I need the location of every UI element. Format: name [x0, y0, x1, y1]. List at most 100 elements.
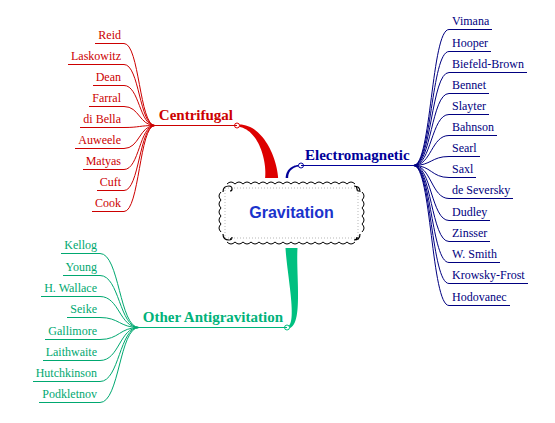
topic-text: Reid — [98, 28, 121, 42]
central-topic: Gravitation — [215, 178, 368, 248]
branch-connector — [414, 30, 449, 166]
branch-connector — [124, 126, 155, 170]
frame-curl — [223, 234, 232, 240]
leaf-topic: Reid — [95, 28, 124, 44]
topic-text: Electromagnetic — [305, 147, 410, 163]
leaf-topic: Laithwaite — [43, 345, 100, 361]
branch-connector — [414, 94, 449, 166]
branch-connector — [414, 52, 449, 166]
leaf-topic: Seike — [67, 302, 100, 318]
topic-text: Gravitation — [249, 204, 333, 222]
frame-scallops — [219, 182, 364, 244]
topic-text: Hodovanec — [452, 290, 507, 304]
branch-connector — [124, 107, 155, 126]
topic-text: Saxl — [452, 162, 473, 176]
leaf-topic: Saxl — [449, 162, 476, 178]
topic-text: Bahnson — [452, 120, 494, 134]
topic-text: Seike — [70, 302, 97, 316]
leaf-topic: Zinsser — [449, 226, 490, 242]
leaf-topic: Matyas — [83, 154, 124, 170]
topic-text: Farral — [92, 91, 121, 105]
topic-text: Centrifugal — [159, 107, 233, 123]
branch-connector — [124, 126, 155, 212]
branch-connector — [414, 166, 449, 284]
branch-connector — [100, 318, 139, 328]
branch-connector — [100, 297, 139, 328]
topic-text: Young — [66, 260, 97, 274]
topic-text: Biefeld-Brown — [452, 57, 524, 71]
trunk-connector — [286, 248, 299, 329]
topic-text: Slayter — [452, 99, 486, 113]
leaf-topic: Cuft — [97, 175, 124, 191]
leaf-topic: di Bella — [80, 112, 124, 128]
branch-connector — [414, 166, 449, 242]
branch-connector — [124, 44, 155, 126]
topic-text: Cook — [95, 196, 121, 210]
topic-text: Bennet — [452, 78, 486, 92]
leaf-topic: Hodovanec — [449, 290, 510, 306]
leaf-topic: Bennet — [449, 78, 489, 94]
branch-connector — [414, 136, 449, 166]
topic-text: Laskowitz — [71, 49, 121, 63]
branch-connector — [124, 65, 155, 126]
frame-curl — [354, 234, 360, 240]
leaf-topic: Bahnson — [449, 120, 497, 136]
topic-text: Auweele — [78, 133, 121, 147]
branch-connector — [414, 115, 449, 166]
branch-connector — [124, 126, 155, 191]
leaf-topic: Dudley — [449, 205, 490, 221]
topic-text: Podkletnov — [42, 387, 97, 401]
topic-text: H. Wallace — [44, 281, 97, 295]
topic-text: W. Smith — [452, 247, 497, 261]
leaf-topic: Krowsky-Frost — [449, 268, 528, 284]
topic-text: Other Antigravitation — [143, 309, 283, 325]
topic-text: Hooper — [452, 36, 488, 50]
leaf-topic: Kellog — [61, 238, 100, 254]
leaf-topic: Dean — [93, 70, 124, 86]
topic-text: de Seversky — [452, 183, 510, 197]
leaf-topic: Young — [63, 260, 100, 276]
topic-text: Vimana — [452, 14, 489, 28]
leaf-topic: Searl — [449, 141, 480, 157]
leaf-topic: Podkletnov — [39, 387, 100, 403]
topic-text: Matyas — [86, 154, 121, 168]
branch-connector — [414, 166, 449, 263]
leaf-topic: Hooper — [449, 36, 491, 52]
leaf-topic: Farral — [89, 91, 124, 107]
topic-text: Dean — [96, 70, 121, 84]
topic-text: di Bella — [83, 112, 121, 126]
branch-connector — [100, 276, 139, 328]
leaf-topic: de Seversky — [449, 183, 513, 199]
leaf-topic: Gallimore — [45, 324, 100, 340]
frame-inner — [225, 188, 358, 238]
leaf-topic: H. Wallace — [41, 281, 100, 297]
branch-topic: Electromagnetic — [301, 147, 414, 166]
leaf-topic: Laskowitz — [68, 49, 124, 65]
branch-topic: Other Antigravitation — [139, 309, 287, 328]
leaf-topic: Cook — [92, 196, 124, 212]
branch-connector — [414, 73, 449, 166]
branch-connector — [124, 86, 155, 126]
frame-curl — [223, 186, 232, 192]
leaf-topic: Slayter — [449, 99, 489, 115]
leaf-topic: Vimana — [449, 14, 492, 30]
branch-connector — [100, 254, 139, 328]
branch-connector — [414, 166, 449, 306]
topic-text: Dudley — [452, 205, 487, 219]
branch-connector — [100, 328, 139, 382]
leaf-topic: W. Smith — [449, 247, 500, 263]
trunk-connector — [237, 124, 278, 178]
topic-text: Laithwaite — [46, 345, 97, 359]
branch-topic: Centrifugal — [155, 107, 237, 126]
topic-text: Gallimore — [48, 324, 97, 338]
topic-text: Krowsky-Frost — [452, 268, 525, 282]
leaf-topic: Auweele — [75, 133, 124, 149]
topic-text: Cuft — [100, 175, 121, 189]
leaf-topic: Hutchkinson — [33, 366, 100, 382]
leaf-topic: Biefeld-Brown — [449, 57, 527, 73]
branch-connector — [100, 328, 139, 403]
topic-text: Hutchkinson — [36, 366, 97, 380]
branch-connector — [414, 157, 449, 166]
topic-text: Zinsser — [452, 226, 487, 240]
